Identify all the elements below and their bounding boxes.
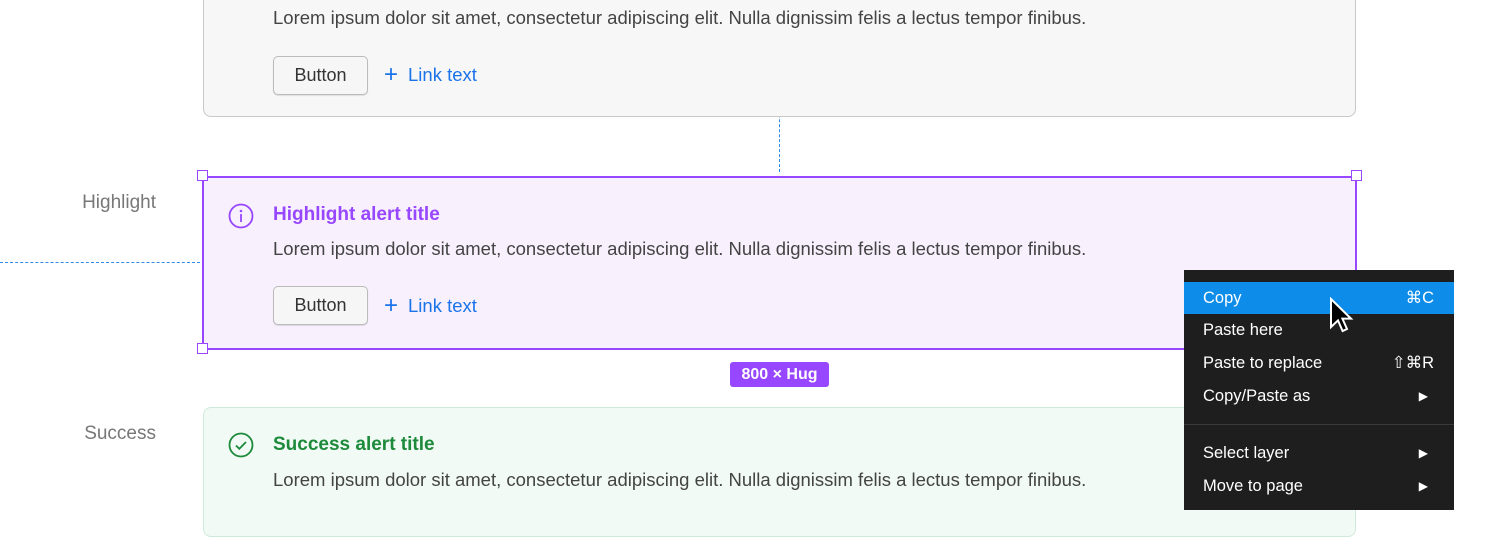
alert-link[interactable]: + Link text <box>384 63 477 87</box>
alert-link[interactable]: + Link text <box>384 294 477 318</box>
horizontal-guide-line <box>0 262 200 263</box>
plus-icon: + <box>384 61 399 88</box>
link-label: Link text <box>408 64 477 85</box>
label-highlight: Highlight <box>82 192 156 213</box>
submenu-arrow-icon: ▶ <box>1418 446 1428 460</box>
alert-button[interactable]: Button <box>273 286 368 325</box>
alert-highlight[interactable]: Highlight alert title Lorem ipsum dolor … <box>202 176 1357 350</box>
alert-button[interactable]: Button <box>273 56 368 95</box>
info-circle-icon <box>228 203 254 229</box>
check-circle-icon <box>228 432 254 458</box>
menu-item-paste-here[interactable]: Paste here <box>1203 320 1283 339</box>
resize-handle-bottom-left[interactable] <box>197 343 208 354</box>
menu-item-move-to-page[interactable]: Move to page▶ <box>1184 470 1454 502</box>
alert-body: Lorem ipsum dolor sit amet, consectetur … <box>273 7 1087 28</box>
plus-icon: + <box>384 292 399 319</box>
submenu-arrow-icon: ▶ <box>1418 389 1428 403</box>
menu-item-copy-paste-as[interactable]: Copy/Paste as▶ <box>1184 380 1454 412</box>
alert-title: Success alert title <box>273 434 435 455</box>
mouse-cursor-icon <box>1330 297 1354 333</box>
alert-title: Highlight alert title <box>273 204 440 225</box>
submenu-arrow-icon: ▶ <box>1418 479 1428 493</box>
resize-handle-top-right[interactable] <box>1351 170 1362 181</box>
size-badge: 800 × Hug <box>730 362 829 387</box>
context-menu: Copy⌘C Paste here Paste to replace⇧⌘R Co… <box>1184 270 1454 510</box>
menu-divider <box>1184 424 1454 425</box>
alert-body: Lorem ipsum dolor sit amet, consectetur … <box>273 238 1087 259</box>
menu-item-select-layer[interactable]: Select layer▶ <box>1184 437 1454 469</box>
label-success: Success <box>84 423 156 444</box>
alert-neutral: Lorem ipsum dolor sit amet, consectetur … <box>203 0 1356 117</box>
menu-item-copy[interactable]: Copy⌘C <box>1184 282 1454 314</box>
alert-body: Lorem ipsum dolor sit amet, consectetur … <box>273 469 1087 490</box>
resize-handle-top-left[interactable] <box>197 170 208 181</box>
link-label: Link text <box>408 295 477 316</box>
menu-item-paste-to-replace[interactable]: Paste to replace⇧⌘R <box>1203 353 1434 373</box>
